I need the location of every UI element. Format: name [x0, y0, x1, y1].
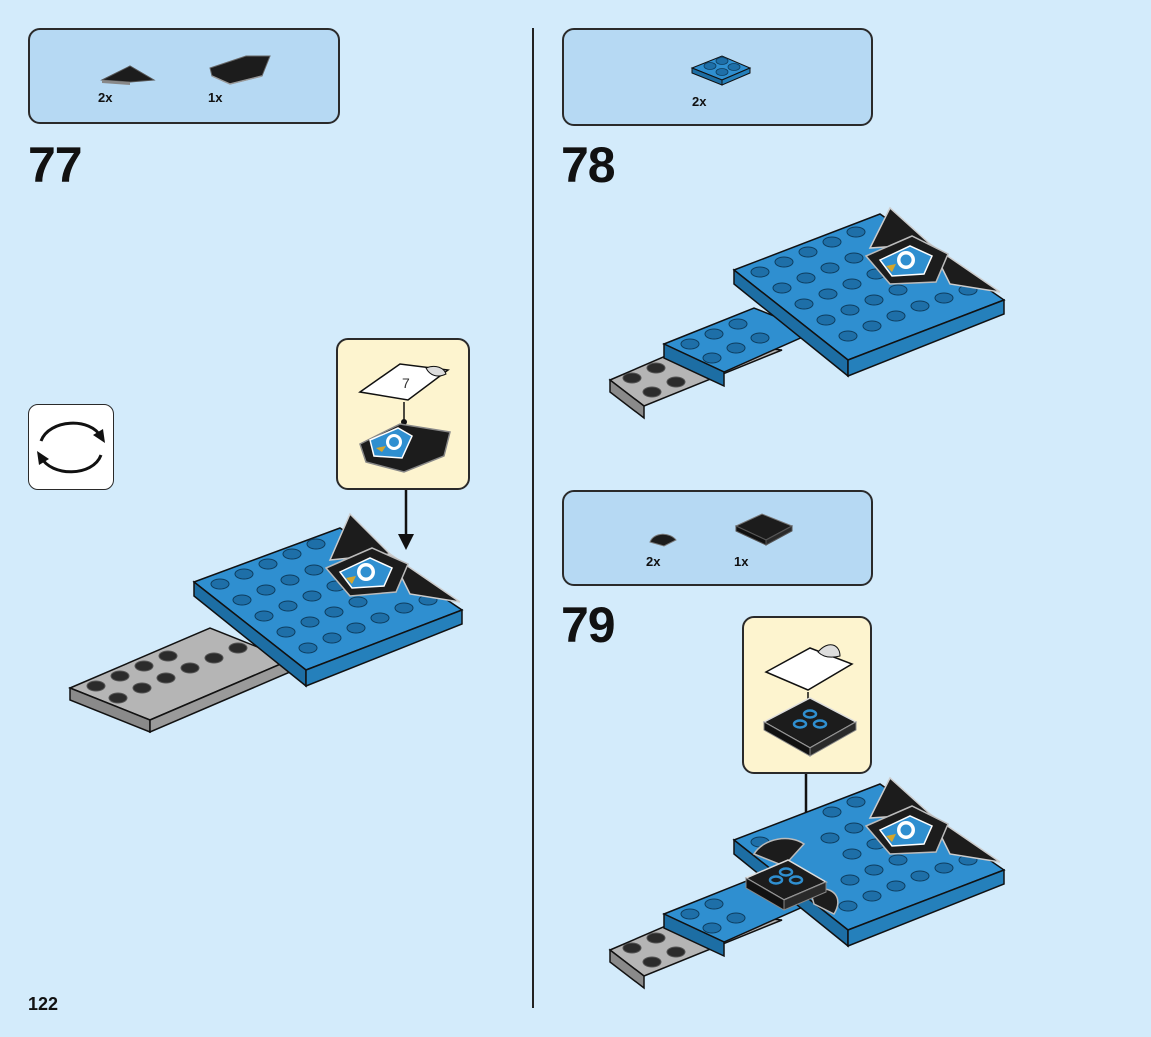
step-79-parts-box: 2x 1x: [562, 490, 873, 586]
step-77-sticker-callout: 7: [336, 338, 470, 490]
step-79-part-1-qty: 2x: [646, 554, 661, 569]
step-77-part-1-qty: 2x: [98, 90, 113, 105]
step-77-parts-box: 2x 1x: [28, 28, 340, 124]
step-78-parts-box: 2x: [562, 28, 873, 126]
black-tile-2x2-piece-icon: [734, 513, 794, 546]
black-round-tile-quarter-piece-icon: [649, 533, 677, 547]
sticker-application-icon: [762, 644, 858, 757]
black-wing-plate-piece-icon: [209, 55, 271, 85]
svg-text:7: 7: [402, 375, 410, 391]
step-77-part-2-qty: 1x: [208, 90, 223, 105]
step-77-placement-arrow: [398, 490, 414, 550]
step-78-part-1-qty: 2x: [692, 94, 707, 109]
black-wedge-slope-piece-icon: [100, 65, 156, 85]
step-79-model-illustration: [608, 776, 1006, 990]
page-divider: [532, 28, 534, 1008]
step-77-model-illustration: [68, 512, 464, 734]
step-78-number: 78: [561, 137, 616, 193]
page-number: 122: [28, 994, 59, 1014]
rotate-model-box: [28, 404, 114, 490]
rotate-model-arrows-icon: [37, 421, 105, 474]
step-79-sticker-callout: [742, 616, 872, 774]
step-79-part-2-qty: 1x: [734, 554, 749, 569]
step-78-model-illustration: [608, 206, 1006, 420]
step-79-number: 79: [561, 597, 616, 653]
blue-plate-2x2-piece-icon: [690, 55, 752, 86]
step-77-number: 77: [28, 137, 83, 193]
sticker-application-icon: 7: [358, 363, 451, 473]
